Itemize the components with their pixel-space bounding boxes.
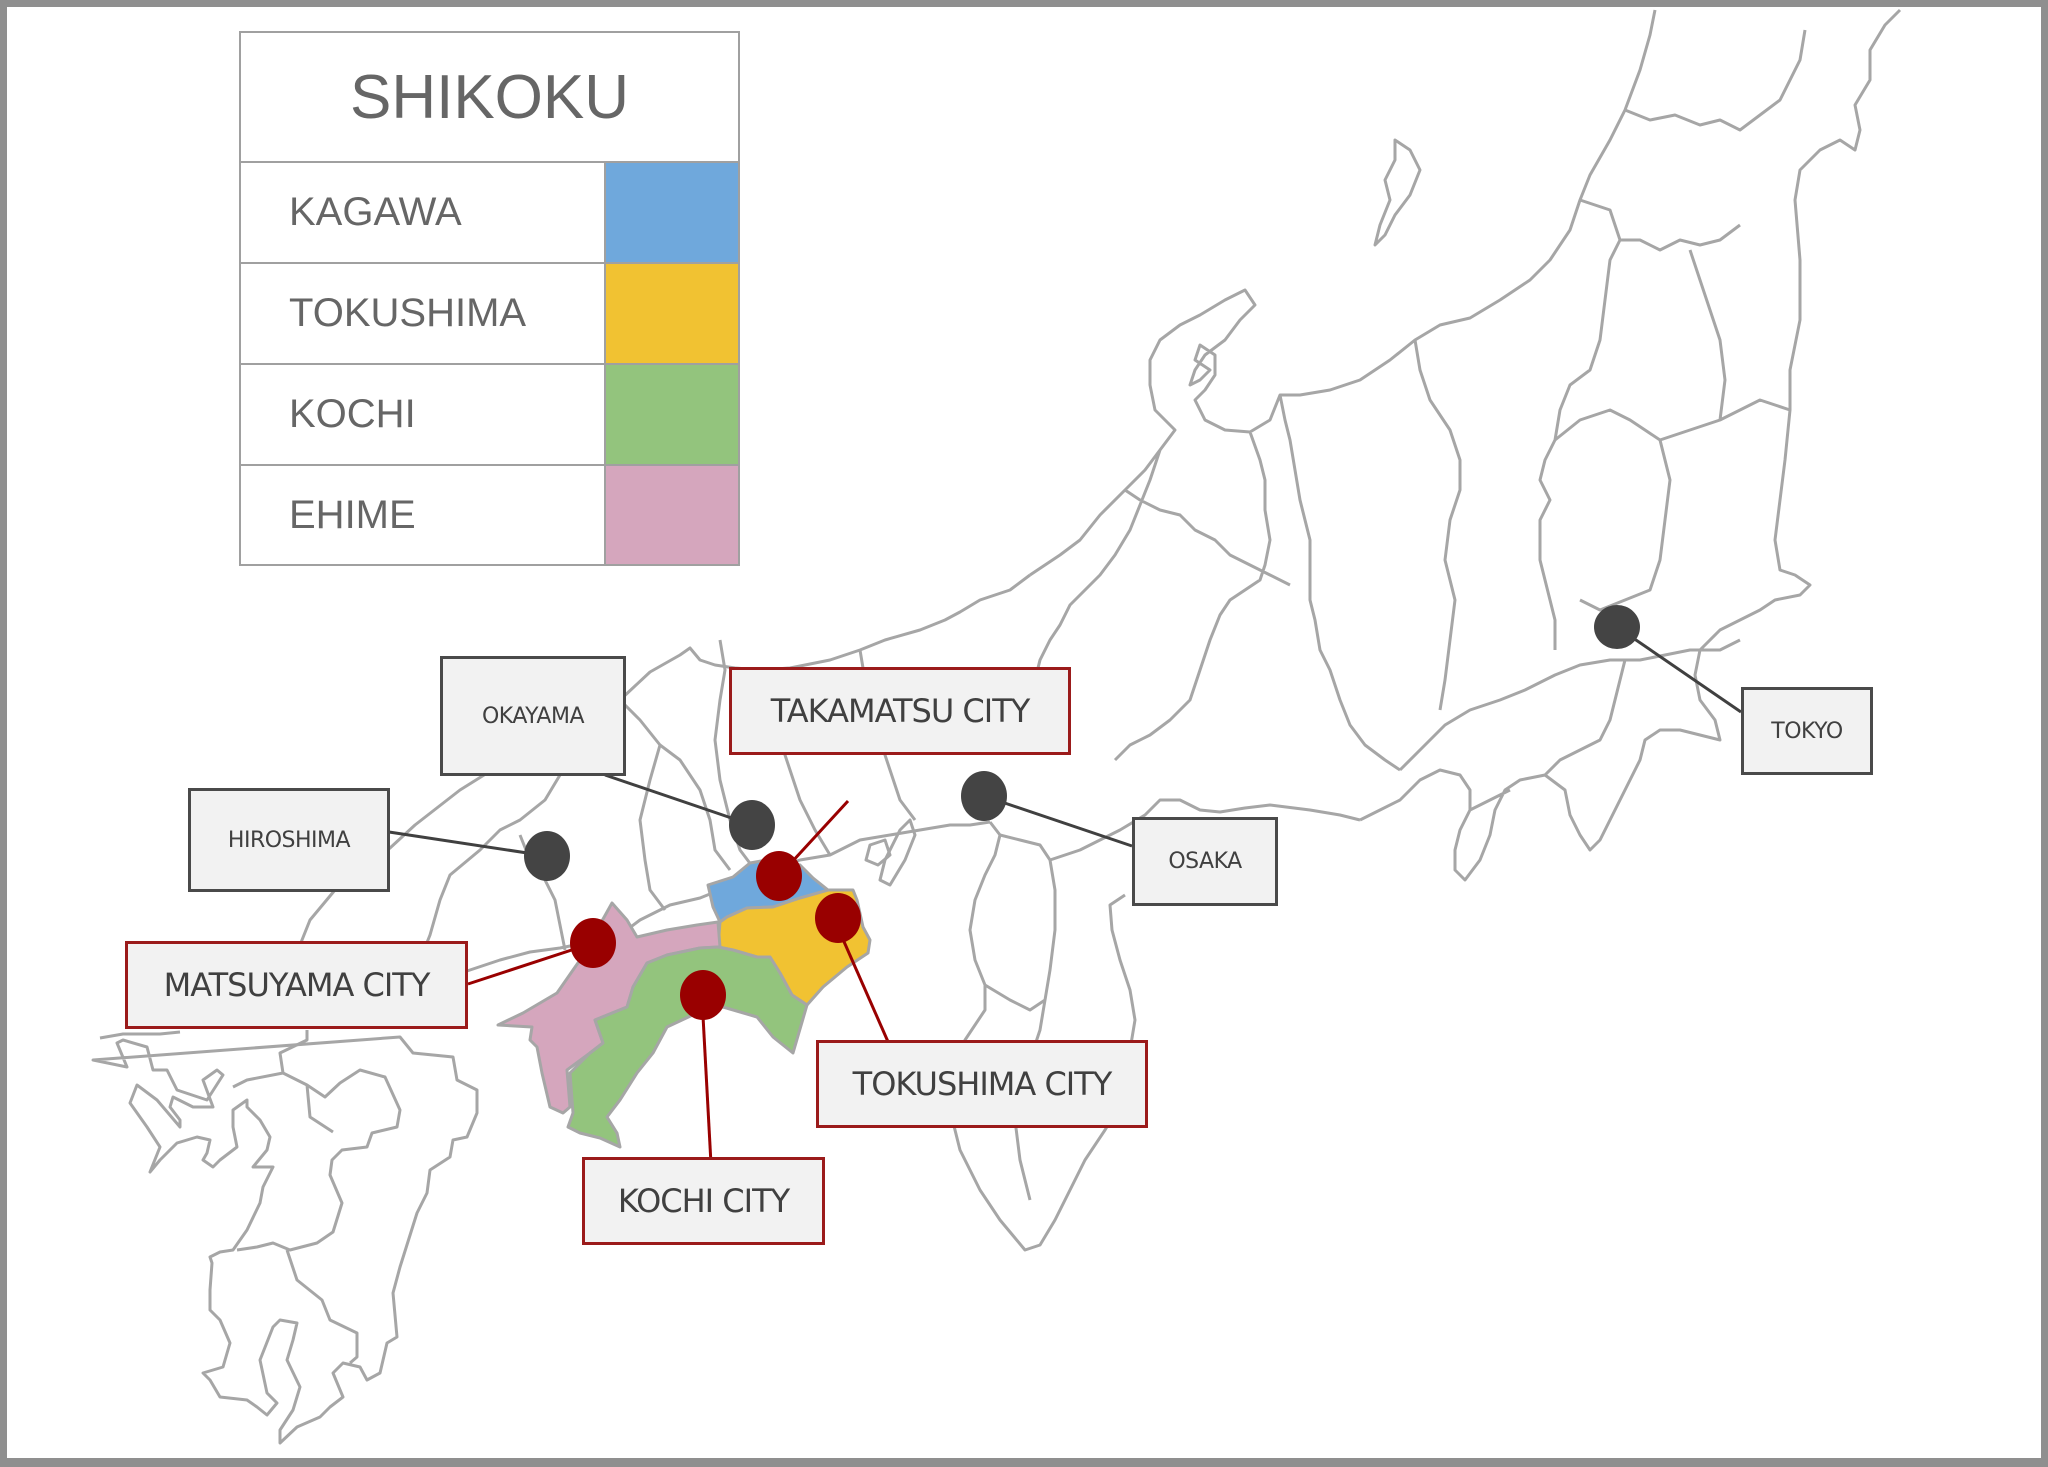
kanto-outline	[1359, 8, 1902, 882]
legend-table: SHIKOKU KAGAWA TOKUSHIMA KOCHI EHIME	[239, 31, 740, 566]
legend-label: EHIME	[241, 466, 606, 564]
marker-osaka	[961, 771, 1007, 821]
legend-label: KOCHI	[241, 365, 606, 464]
legend-row-tokushima: TOKUSHIMA	[241, 264, 738, 365]
label-takamatsu-city: TAKAMATSU CITY	[729, 667, 1071, 755]
label-tokushima-city: TOKUSHIMA CITY	[816, 1040, 1148, 1128]
prefecture-outlines	[91, 8, 1902, 1445]
awaji-island	[878, 818, 917, 887]
marker-okayama	[729, 800, 775, 850]
label-osaka: OSAKA	[1132, 817, 1278, 906]
legend-row-kochi: KOCHI	[241, 365, 738, 466]
kyushu-outline	[91, 1030, 479, 1445]
legend-swatch-tokushima	[606, 264, 738, 363]
label-hiroshima: HIROSHIMA	[188, 788, 390, 892]
legend-swatch-kagawa	[606, 163, 738, 262]
label-kochi-city: KOCHI CITY	[582, 1157, 825, 1245]
markers	[524, 605, 1640, 1020]
leader-osaka	[983, 794, 1133, 848]
legend-title: SHIKOKU	[241, 33, 738, 163]
legend-label: TOKUSHIMA	[241, 264, 606, 363]
kyushu-inner	[232, 1030, 402, 1365]
marker-hiroshima	[524, 831, 570, 881]
kansai-outline	[948, 798, 1361, 1252]
marker-takamatsu	[756, 851, 802, 901]
legend-swatch-ehime	[606, 466, 738, 564]
marker-tokyo	[1594, 605, 1640, 649]
sado-island	[1373, 138, 1422, 247]
legend-swatch-kochi	[606, 365, 738, 464]
legend-label: KAGAWA	[241, 163, 606, 262]
chubu-outline	[1029, 9, 1657, 772]
leader-hiroshima	[388, 830, 548, 858]
leader-tokyo	[1616, 625, 1742, 714]
legend-row-kagawa: KAGAWA	[241, 163, 738, 264]
label-tokyo: TOKYO	[1741, 687, 1873, 775]
label-matsuyama-city: MATSUYAMA CITY	[125, 941, 468, 1029]
prefecture-kochi	[566, 945, 809, 1149]
legend-row-ehime: EHIME	[241, 466, 738, 564]
marker-kochi	[680, 970, 726, 1020]
label-okayama: OKAYAMA	[440, 656, 626, 776]
leader-okayama	[604, 773, 753, 827]
shodoshima-island	[864, 838, 892, 867]
marker-tokushima	[815, 893, 861, 943]
marker-matsuyama	[570, 918, 616, 968]
